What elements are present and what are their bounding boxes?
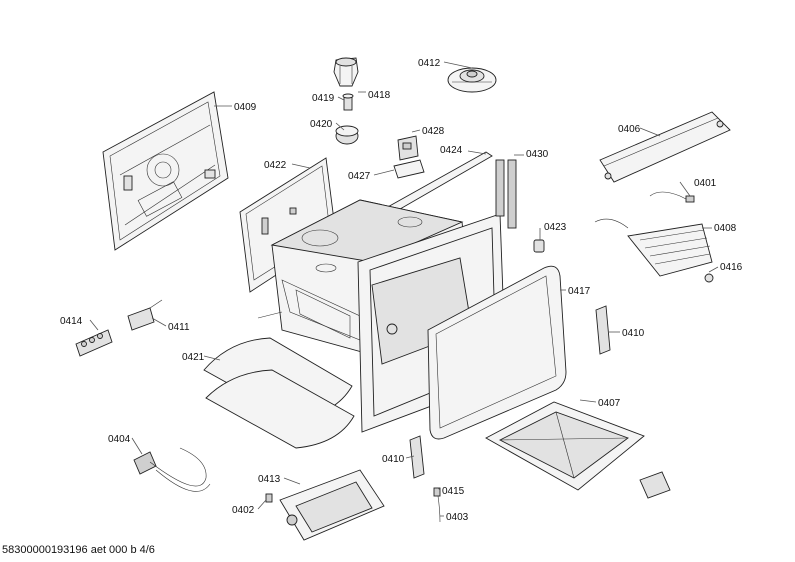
part-0420-bearing (335, 125, 359, 145)
document-id: 58300000193196 aet 000 b 4/6 (2, 544, 155, 556)
part-0421-insulation (203, 311, 355, 449)
part-0411-clip (127, 299, 163, 331)
part-0410-hinge-right (595, 305, 611, 355)
label-0416: 0416 (720, 262, 743, 273)
part-bracket-small (639, 471, 671, 499)
part-0423-knob (533, 239, 545, 253)
label-0403: 0403 (446, 512, 469, 523)
label-0430: 0430 (526, 149, 549, 160)
label-0404: 0404 (108, 434, 131, 445)
label-0409: 0409 (234, 102, 257, 113)
label-0401: 0401 (694, 178, 717, 189)
label-0427: 0427 (348, 171, 371, 182)
part-0412-fan (447, 67, 497, 93)
part-0403-probe (437, 495, 441, 523)
label-0417: 0417 (568, 286, 591, 297)
label-0418: 0418 (368, 90, 391, 101)
part-0427-bracket (393, 159, 425, 179)
label-0410-right: 0410 (622, 328, 645, 339)
part-0413-cooling-fan (279, 469, 385, 541)
part-0415-thermostat (433, 487, 441, 497)
part-0414-terminal-block (75, 329, 113, 357)
part-0404-power-cable (133, 447, 211, 492)
part-labels: 0409 0412 0418 0419 0420 0428 0427 0424 … (60, 58, 743, 523)
part-0428-switch (397, 135, 419, 161)
label-0419: 0419 (312, 93, 335, 104)
label-0421: 0421 (182, 352, 205, 363)
part-0409-back-panel (102, 91, 229, 251)
label-0420: 0420 (310, 119, 333, 130)
part-0407-tray (485, 401, 645, 491)
label-0408: 0408 (714, 223, 737, 234)
part-0419-bolt (342, 93, 354, 111)
part-0408-grille (594, 218, 713, 277)
label-0411: 0411 (168, 322, 190, 333)
label-0424: 0424 (440, 145, 463, 156)
part-0416-nut (704, 273, 714, 283)
part-0410-hinge-lower (409, 435, 425, 479)
label-0412: 0412 (418, 58, 441, 69)
label-0423: 0423 (544, 222, 567, 233)
part-0401-sensor (649, 191, 695, 203)
part-0406-shield (599, 111, 731, 183)
label-0414: 0414 (60, 316, 83, 327)
part-0417-gasket (427, 265, 567, 440)
part-0402-nut (265, 493, 273, 503)
label-0422: 0422 (264, 160, 287, 171)
label-0407: 0407 (598, 398, 621, 409)
part-0418-motor (333, 57, 359, 87)
label-0402: 0402 (232, 505, 255, 516)
label-0406: 0406 (618, 124, 641, 135)
label-0413: 0413 (258, 474, 281, 485)
label-0410-lower: 0410 (382, 454, 405, 465)
label-0415: 0415 (442, 486, 465, 497)
label-0428: 0428 (422, 126, 445, 137)
leader-lines (89, 61, 719, 517)
